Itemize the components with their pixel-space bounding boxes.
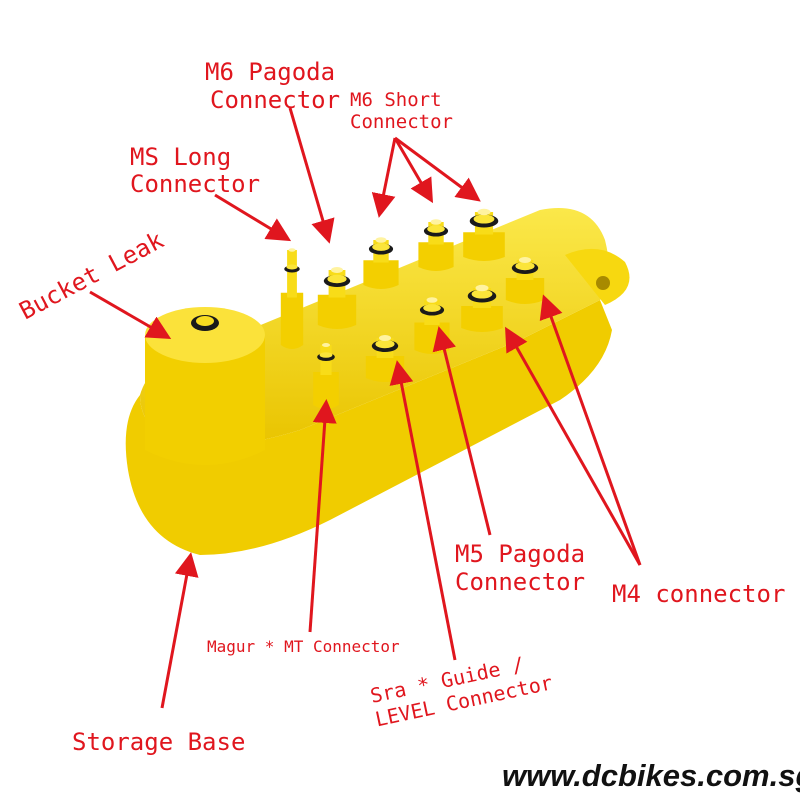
bucket-leak-part <box>145 307 265 465</box>
arrows <box>89 107 642 709</box>
arrow-m6-pagoda <box>288 107 335 244</box>
arrow-m4-1 <box>505 326 642 566</box>
watermark: www.dcbikes.com.sg <box>502 758 800 793</box>
label-magur-mt: Magur * MT Connector <box>207 637 400 656</box>
label-storage-base: Storage Base <box>72 728 245 756</box>
arrow-magur <box>308 399 337 633</box>
arrow-ms-long <box>214 193 292 242</box>
connector-m4-1 <box>461 284 503 332</box>
label-sra-guide-level: Sra * Guide /LEVEL Connector <box>368 647 555 732</box>
arrow-m4-2 <box>539 294 642 566</box>
label-m4-connector: M4 connector <box>612 580 785 608</box>
arrow-sra <box>389 360 457 661</box>
arrow-m6-short-1 <box>371 137 397 218</box>
arrow-m6-short-3 <box>394 136 481 202</box>
connector-m6-pagoda <box>317 267 357 329</box>
connector-ms-long <box>280 248 304 349</box>
arrow-storage-base <box>160 552 199 709</box>
label-bucket-leak: Bucket Leak <box>15 226 169 326</box>
connector-m6-short-1 <box>363 237 399 289</box>
connector-m6-short-3 <box>463 208 505 261</box>
arrow-bucket-leak <box>89 290 172 340</box>
connector-m6-short-2 <box>418 219 454 271</box>
arrow-m6-short-2 <box>393 137 434 204</box>
connector-m4-2 <box>505 257 545 304</box>
arrow-m5-pagoda <box>432 326 492 536</box>
